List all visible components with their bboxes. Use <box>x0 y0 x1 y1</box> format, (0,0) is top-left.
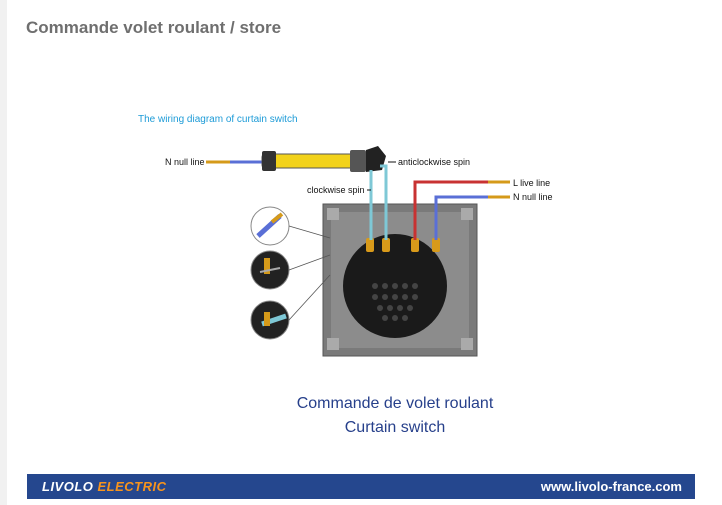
left-margin-strip <box>0 0 7 505</box>
caption-french: Commande de volet roulant <box>296 395 494 412</box>
l-live-wire <box>413 180 488 240</box>
brand-logo: LIVOLO ELECTRIC <box>42 479 167 494</box>
label-n-null-line: N null line <box>165 157 205 167</box>
caption-english: Curtain switch <box>344 419 446 436</box>
diagram-caption: The wiring diagram of curtain switch <box>138 114 298 125</box>
brand-livolo: LIVOLO <box>42 479 94 494</box>
terminal-screws <box>366 238 440 252</box>
inset-inserted-wire <box>250 300 290 340</box>
website-link[interactable]: www.livolo-france.com <box>540 479 682 494</box>
label-n-live-line: N null line <box>513 192 553 202</box>
footer-bar: LIVOLO ELECTRIC www.livolo-france.com <box>27 474 695 499</box>
label-l-live-line: L live line <box>513 178 551 188</box>
switch-holes <box>372 283 418 321</box>
inset-wire-strip <box>250 206 290 246</box>
inset-screw-terminal <box>250 250 290 290</box>
n-live-wire <box>434 195 488 240</box>
motor-tube <box>261 153 357 169</box>
motor-head <box>366 146 386 172</box>
label-clockwise-spin: clockwise spin <box>307 185 365 195</box>
label-anticlockwise-spin: anticlockwise spin <box>398 157 471 167</box>
page-title: Commande volet roulant / store <box>26 18 282 37</box>
anticlockwise-spin-wire <box>380 164 388 240</box>
brand-electric: ELECTRIC <box>97 479 167 494</box>
